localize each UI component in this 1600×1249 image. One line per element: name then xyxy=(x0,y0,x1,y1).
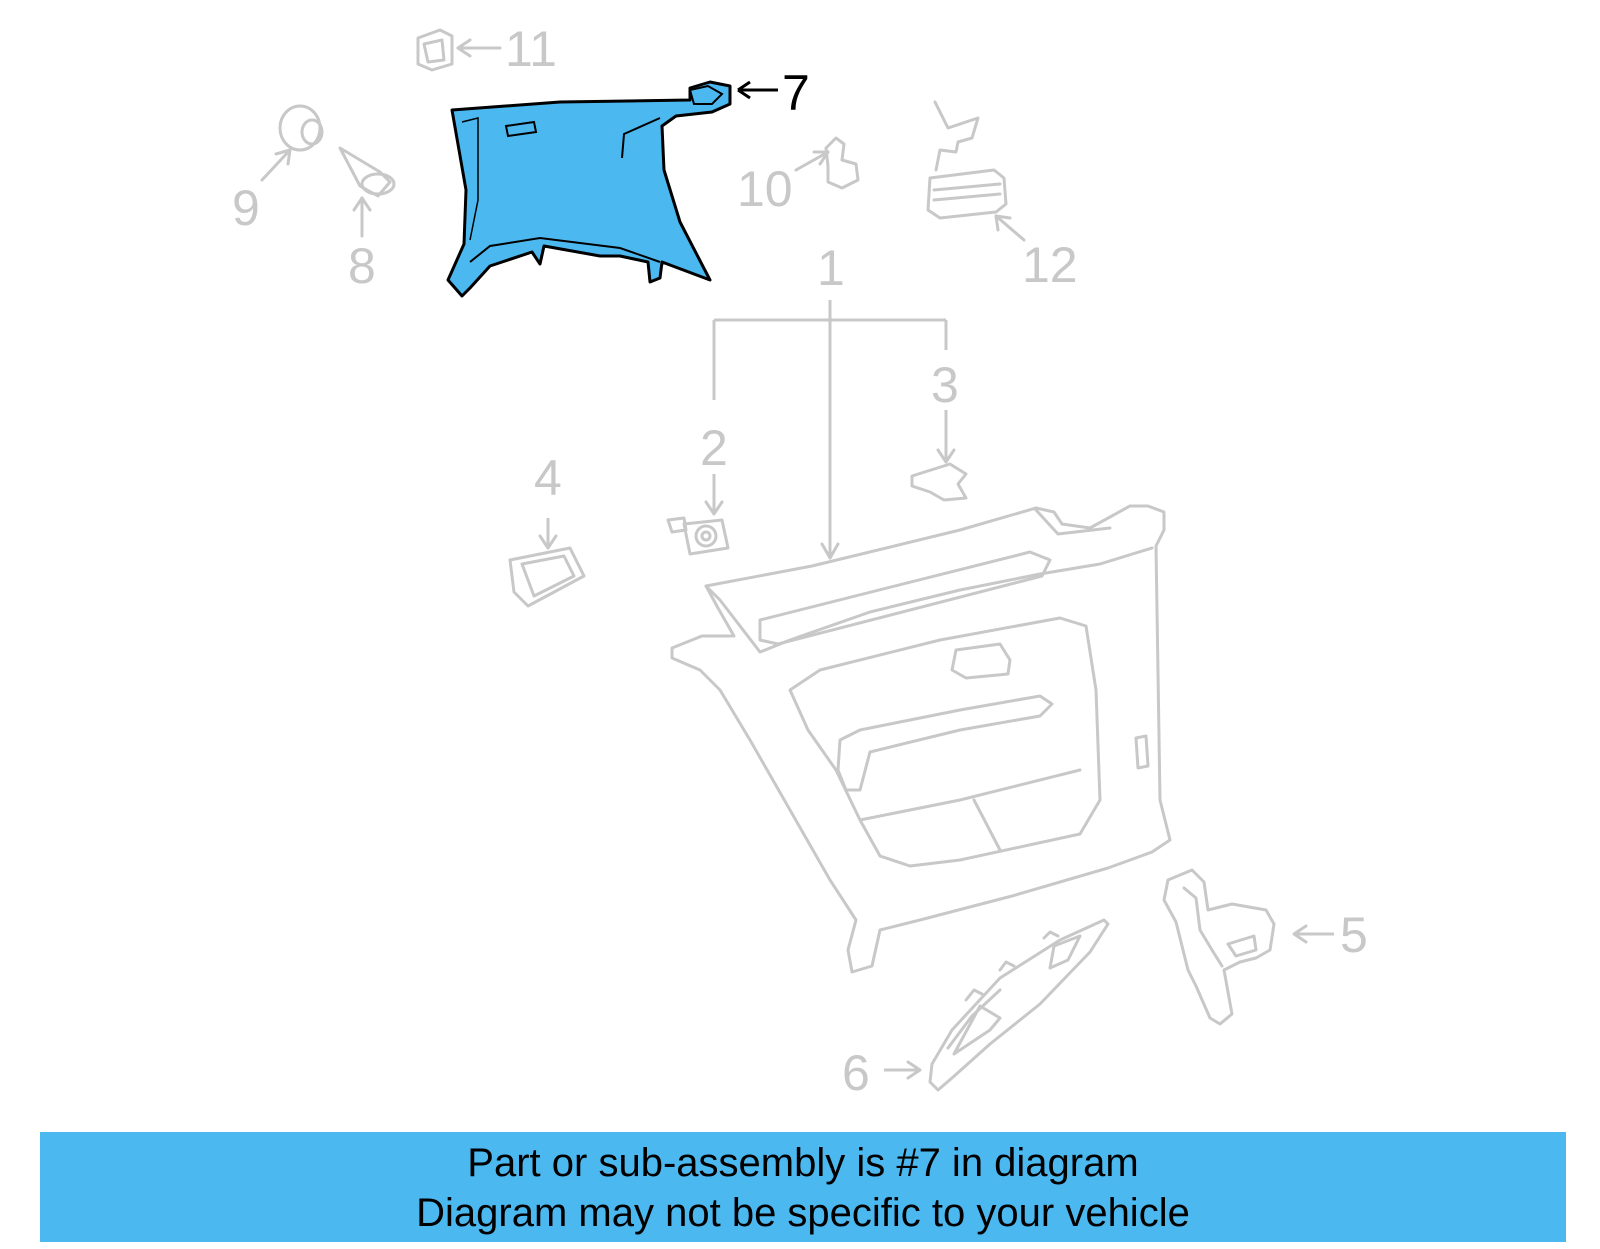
part-4-bracket xyxy=(508,518,586,608)
part-12-lamp xyxy=(926,100,1026,242)
banner-line-2: Diagram may not be specific to your vehi… xyxy=(416,1191,1190,1235)
callout-6: 6 xyxy=(842,1045,870,1101)
callout-3: 3 xyxy=(931,357,959,413)
callout-7: 7 xyxy=(782,65,810,121)
part-7-quarter-trim-panel[interactable] xyxy=(446,80,732,298)
callout-1: 1 xyxy=(817,240,845,296)
callout-4: 4 xyxy=(534,450,562,506)
part-1-door-trim-panel xyxy=(670,504,1172,974)
callout-9: 9 xyxy=(232,180,260,236)
part-2-speaker xyxy=(666,474,730,556)
callout-8: 8 xyxy=(348,238,376,294)
callout-12: 12 xyxy=(1022,237,1078,293)
callout-11: 11 xyxy=(505,21,557,77)
part-8-push-pin xyxy=(338,146,396,238)
callout-5: 5 xyxy=(1340,907,1368,963)
part-9-grommet xyxy=(260,104,324,182)
part-11-clip xyxy=(416,28,502,72)
part-5-bracket xyxy=(1162,868,1334,1026)
part-3-clip xyxy=(910,410,968,502)
callout-2: 2 xyxy=(700,420,728,476)
banner-line-1: Part or sub-assembly is #7 in diagram xyxy=(467,1141,1139,1185)
part-10-bolt xyxy=(794,136,860,190)
part-6-grille-cover xyxy=(884,918,1110,1092)
part-7-arrow xyxy=(737,80,778,100)
bracket-1-2-3 xyxy=(712,300,948,560)
info-banner: Part or sub-assembly is #7 in diagram Di… xyxy=(40,1132,1566,1242)
callout-10: 10 xyxy=(737,161,793,217)
